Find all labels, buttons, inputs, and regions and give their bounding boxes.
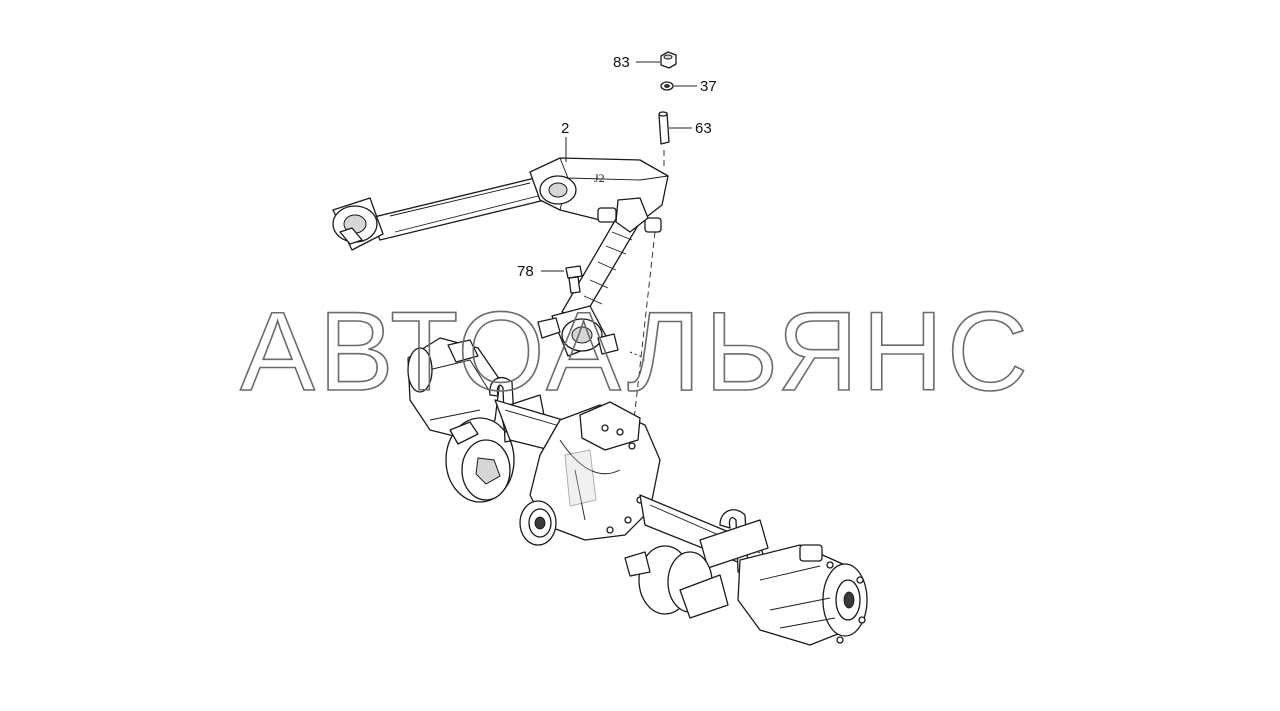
callout-83: 83 (613, 54, 630, 71)
callout-2: 2 (561, 120, 569, 137)
assembly-line (633, 150, 665, 421)
bolt-part (565, 265, 583, 294)
stud-part (658, 111, 670, 145)
callout-78: 78 (517, 263, 534, 280)
callout-37: 37 (700, 78, 717, 95)
svg-text:J2: J2 (594, 171, 605, 185)
leader-lines (541, 61, 697, 272)
reaction-rod-upper: J2 (332, 157, 669, 357)
washer-part (660, 81, 674, 91)
rear-axle (407, 337, 868, 646)
callout-63: 63 (695, 120, 712, 137)
watermark: АВТОАЛЬЯНС (240, 289, 1032, 414)
nut-part (660, 51, 677, 69)
